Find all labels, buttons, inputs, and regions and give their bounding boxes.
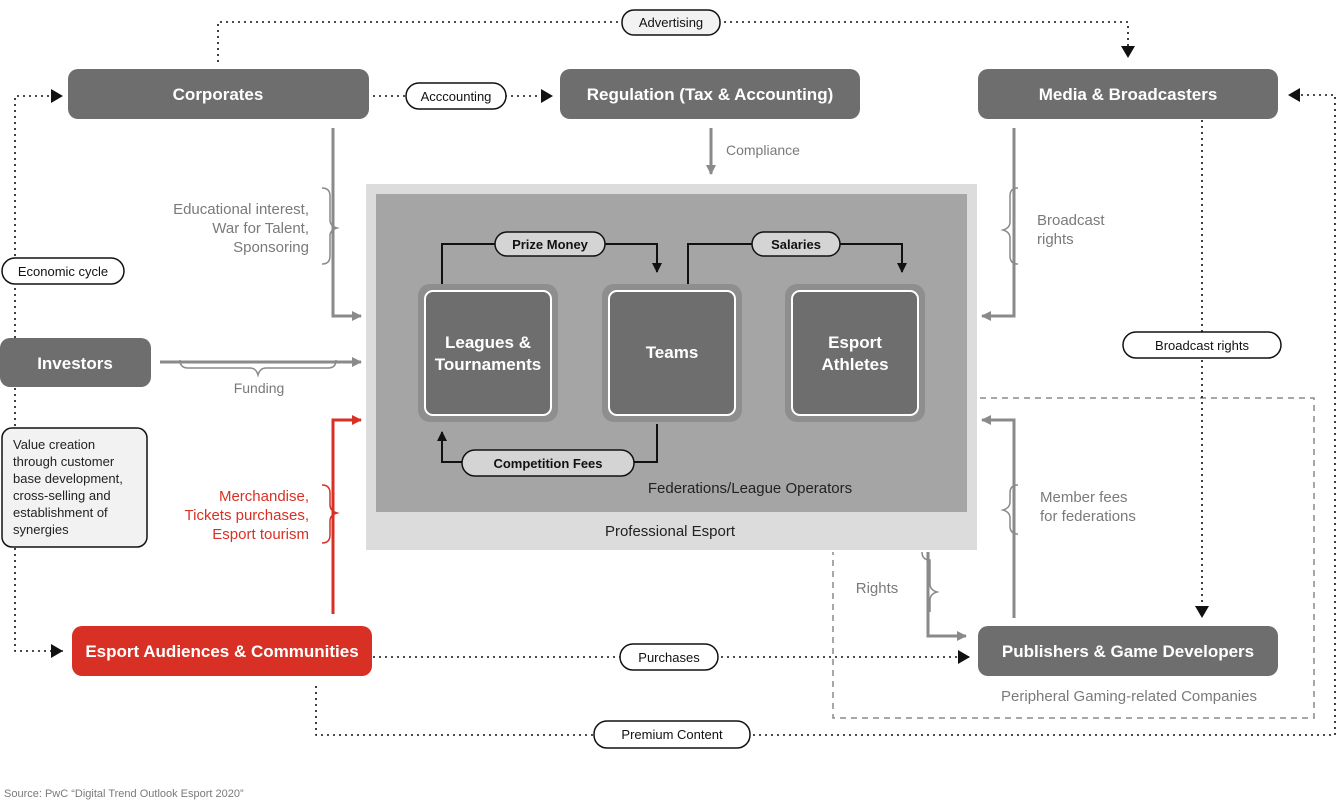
investors-node: Investors [37,354,113,373]
competition-fees-pill [461,449,635,477]
professional-esport-label: Professional Esport [605,523,736,540]
salaries-pill [751,231,841,257]
broadcast-rights-pill [1122,331,1282,359]
source-note: Source: PwC “Digital Trend Outlook Espor… [4,788,244,800]
purchases-pill [619,643,719,671]
investors-node-box[interactable] [0,338,151,387]
athletes-label-line2: Athletes [821,355,888,374]
federations-label: Federations/League Operators [648,480,852,497]
advertising-label: Advertising [639,15,703,30]
value-creation-line-6: synergies [13,522,69,537]
funding-label: Funding [234,380,285,396]
accounting-label: Acccounting [421,89,492,104]
broadcast-flow-label-2: rights [1037,231,1074,248]
media-node: Media & Broadcasters [1039,85,1218,104]
leagues-node[interactable]: Leagues & Tournaments [418,284,558,422]
compliance-label: Compliance [726,142,800,158]
premium-content-label: Premium Content [621,727,723,742]
audiences-node: Esport Audiences & Communities [85,642,358,661]
teams-node[interactable]: Teams [602,284,742,422]
salaries-label: Salaries [771,237,821,252]
athletes-label-line1: Esport [828,333,882,352]
value-creation-line-3: base development, [13,471,123,486]
dotted-arrowheads [51,46,1300,664]
leagues-label-line2: Tournaments [435,355,541,374]
premium-content-pill [593,720,751,749]
red-flow-arrow [331,415,362,614]
publishers-node-box[interactable] [978,626,1278,676]
purchases-label: Purchases [638,650,700,665]
leagues-label-line1: Leagues & [445,333,531,352]
accounting-pill [405,82,507,110]
value-creation-line-2: through customer [13,454,115,469]
value-creation-line-1: Value creation [13,437,95,452]
corporates-node: Corporates [173,85,264,104]
peripheral-dashed-box [832,397,1315,719]
regulation-node: Regulation (Tax & Accounting) [587,85,834,104]
red-flow-label-2: Tickets purchases, [185,507,310,524]
corporates-node-box[interactable] [68,69,369,119]
value-creation-line-4: cross-selling and [13,488,111,503]
prize-money-label: Prize Money [512,237,589,252]
economic-cycle-pill [1,257,125,285]
regulation-node-box[interactable] [560,69,860,119]
competition-fees-label: Competition Fees [493,456,602,471]
rights-label: Rights [856,580,899,597]
economic-cycle-label: Economic cycle [18,264,108,279]
media-node-box[interactable] [978,69,1278,119]
red-flow-label-3: Esport tourism [212,526,309,543]
member-fees-label-2: for federations [1040,508,1136,525]
broadcast-rights-label: Broadcast rights [1155,338,1249,353]
athletes-node[interactable]: Esport Athletes [785,284,925,422]
broadcast-flow-label-1: Broadcast [1037,212,1105,229]
corporate-flow-label-3: Sponsoring [233,239,309,256]
corporate-flow-label-1: Educational interest, [173,201,309,218]
member-fees-label-1: Member fees [1040,489,1128,506]
corporate-flow-label-2: War for Talent, [212,220,309,237]
audiences-node-box[interactable] [72,626,372,676]
advertising-pill [621,9,721,36]
peripheral-label: Peripheral Gaming-related Companies [1001,688,1257,705]
red-flow-label-1: Merchandise, [219,488,309,505]
braces [179,187,1019,612]
grey-solid-arrows [160,128,1016,641]
dotted-connectors [14,21,1336,736]
prize-money-pill [494,231,606,257]
value-creation-box [1,427,148,548]
publishers-node: Publishers & Game Developers [1002,642,1254,661]
teams-label: Teams [646,343,699,362]
value-creation-line-5: establishment of [13,505,108,520]
